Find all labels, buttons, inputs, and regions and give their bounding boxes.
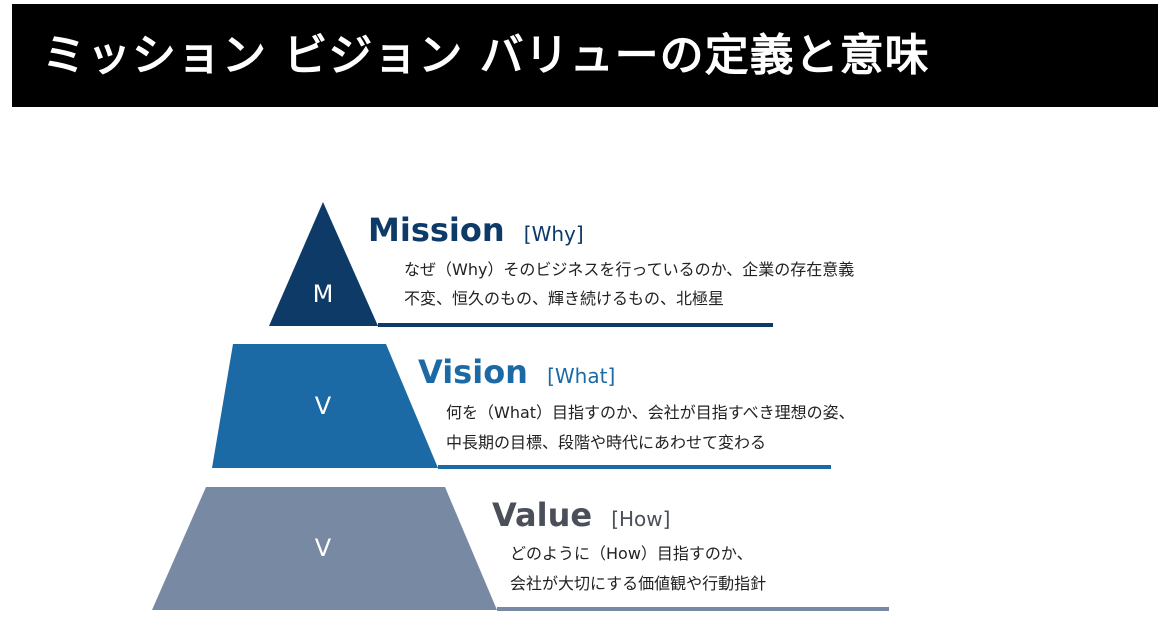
- value-description-line-1: どのように（How）目指すのか、: [510, 544, 753, 563]
- vision-heading: Vision [What]: [418, 353, 615, 391]
- mission-description-line-2: 不変、恒久のもの、輝き続けるもの、北極星: [404, 289, 724, 308]
- mission-heading-word: Mission: [368, 211, 505, 249]
- mission-heading: Mission [Why]: [368, 211, 584, 249]
- tier-mission: M Mission [Why] なぜ（Why）そのビジネスを行っているのか、企業…: [269, 202, 854, 327]
- tier-value: V Value [How] どのように（How）目指すのか、 会社が大切にする価…: [152, 487, 889, 611]
- mission-letter: M: [313, 280, 334, 308]
- value-heading: Value [How]: [492, 496, 670, 534]
- value-heading-tag: [How]: [611, 507, 670, 531]
- value-letter: V: [315, 534, 332, 562]
- title-bar: ミッション ビジョン バリューの定義と意味: [12, 4, 1158, 107]
- value-trapezoid: [152, 487, 497, 610]
- vision-trapezoid: [212, 344, 438, 468]
- mission-heading-tag: [Why]: [524, 222, 584, 246]
- vision-description-line-2: 中長期の目標、段階や時代にあわせて変わる: [446, 433, 766, 452]
- vision-description-line-1: 何を（What）目指すのか、会社が目指すべき理想の姿、: [446, 403, 855, 422]
- vision-heading-tag: [What]: [547, 364, 615, 388]
- mission-triangle: [269, 202, 378, 326]
- vision-letter: V: [315, 392, 332, 420]
- vision-heading-word: Vision: [418, 353, 528, 391]
- mission-description-line-1: なぜ（Why）そのビジネスを行っているのか、企業の存在意義: [404, 260, 854, 279]
- value-description-line-2: 会社が大切にする価値観や行動指針: [510, 574, 766, 593]
- value-heading-word: Value: [492, 496, 592, 534]
- tier-vision: V Vision [What] 何を（What）目指すのか、会社が目指すべき理想…: [212, 344, 855, 469]
- page-title: ミッション ビジョン バリューの定義と意味: [42, 30, 930, 81]
